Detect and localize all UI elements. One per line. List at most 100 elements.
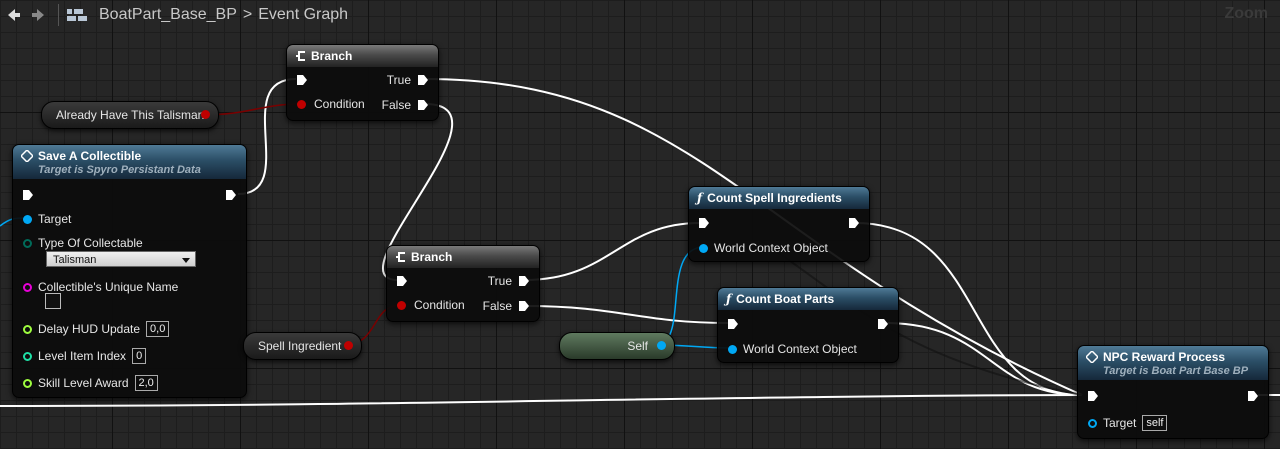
exec-in-pin[interactable] (396, 275, 408, 287)
var-label: Self (627, 339, 648, 353)
exec-in-pin[interactable] (1087, 390, 1099, 402)
exec-in-pin[interactable] (22, 189, 34, 201)
pin-label: True (487, 274, 512, 288)
pin-label: True (386, 73, 411, 87)
npc-reward-process-node[interactable]: NPC Reward Process Target is Boat Part B… (1077, 345, 1269, 439)
exec-arrow-icon (519, 301, 529, 311)
object-pin-dot (23, 214, 32, 224)
pin-label: Target (38, 212, 72, 226)
var-spell-ingredient[interactable]: Spell Ingredient (243, 332, 362, 360)
type-of-collectable-pin[interactable]: Type Of Collectable (23, 236, 143, 250)
object-pin-ring (1088, 418, 1097, 428)
exec-in-pin[interactable] (727, 318, 739, 330)
branch-node-1[interactable]: Branch True Condition False (286, 44, 439, 121)
pin-label: Target (1103, 416, 1137, 430)
var-label: Already Have This Talisman (56, 108, 205, 122)
arrow-right-icon (32, 9, 44, 21)
level-item-index-pin[interactable]: Level Item Index 0 (23, 348, 147, 364)
node-header: Branch (287, 45, 438, 67)
level-index-input[interactable]: 0 (132, 348, 147, 364)
condition-pin[interactable]: Condition (397, 298, 465, 312)
pin-label: Skill Level Award (38, 376, 129, 390)
object-pin-dot (728, 344, 737, 354)
false-pin[interactable]: False (483, 299, 530, 313)
exec-arrow-icon (1248, 391, 1258, 401)
exec-arrow-icon (418, 100, 428, 110)
exec-arrow-icon (849, 218, 859, 228)
node-title: NPC Reward Process (1103, 349, 1226, 364)
target-self-value: self (1142, 415, 1168, 431)
function-icon: ƒ (697, 191, 703, 205)
exec-in-pin[interactable] (698, 217, 710, 229)
breadcrumb-separator: > (242, 6, 253, 23)
chevron-down-icon (182, 258, 190, 263)
false-pin[interactable]: False (382, 98, 429, 112)
node-header: Save A Collectible Target is Spyro Persi… (13, 145, 246, 179)
save-collectible-node[interactable]: Save A Collectible Target is Spyro Persi… (12, 144, 247, 398)
collectable-type-dropdown[interactable]: Talisman (46, 251, 196, 267)
skill-level-pin[interactable]: Skill Level Award 2,0 (23, 375, 158, 391)
pin-label: Collectible's Unique Name (38, 280, 179, 294)
count-spell-ingredients-node[interactable]: ƒ Count Spell Ingredients World Context … (688, 186, 870, 262)
bool-pin[interactable] (201, 110, 210, 119)
string-pin-ring (23, 282, 32, 292)
exec-out-pin[interactable] (225, 189, 237, 201)
condition-pin[interactable]: Condition (297, 97, 365, 111)
byte-pin-ring (23, 238, 32, 248)
node-title: Save A Collectible (38, 148, 142, 163)
exec-wire (524, 305, 729, 324)
object-pin-dot (699, 243, 708, 253)
pin-label: Level Item Index (38, 349, 127, 363)
world-context-pin[interactable]: World Context Object (699, 241, 828, 255)
pin-label: World Context Object (714, 241, 828, 255)
object-pin[interactable] (657, 341, 666, 350)
target-pin[interactable]: Target (23, 212, 71, 226)
delay-value-input[interactable]: 0,0 (146, 321, 170, 337)
self-reference-node[interactable]: Self (559, 332, 675, 360)
branch-icon (396, 252, 405, 262)
back-button[interactable] (0, 0, 26, 30)
forward-button[interactable] (26, 0, 52, 30)
node-title: Branch (311, 49, 353, 63)
branch-node-2[interactable]: Branch True Condition False (386, 245, 540, 322)
unique-name-pin[interactable]: Collectible's Unique Name (23, 280, 178, 294)
event-diamond-icon (1086, 350, 1098, 363)
exec-arrow-icon (397, 276, 407, 286)
count-boat-parts-node[interactable]: ƒ Count Boat Parts World Context Object (717, 287, 899, 363)
delay-hud-pin[interactable]: Delay HUD Update 0,0 (23, 321, 170, 337)
exec-arrow-icon (226, 190, 236, 200)
var-already-have-talisman[interactable]: Already Have This Talisman (41, 101, 219, 129)
exec-arrow-icon (878, 319, 888, 329)
unique-name-input[interactable] (45, 293, 61, 309)
breadcrumb-blueprint[interactable]: BoatPart_Base_BP (99, 6, 237, 23)
pin-label: Type Of Collectable (38, 236, 143, 250)
world-context-pin[interactable]: World Context Object (728, 342, 857, 356)
exec-wire (424, 78, 1083, 396)
exec-wire (524, 222, 701, 281)
true-pin[interactable]: True (387, 73, 429, 87)
branch-icon (296, 51, 305, 61)
bool-pin[interactable] (344, 341, 353, 350)
skill-value-input[interactable]: 2,0 (134, 375, 158, 391)
exec-out-pin[interactable] (877, 318, 889, 330)
blueprint-icon (67, 9, 87, 21)
int-pin-ring (23, 351, 32, 361)
target-pin[interactable]: Target self (1088, 415, 1168, 431)
event-diamond-icon (21, 149, 33, 162)
exec-arrow-icon (699, 218, 709, 228)
exec-out-pin[interactable] (1247, 390, 1259, 402)
pin-label: Condition (414, 298, 465, 312)
node-title: Count Spell Ingredients (707, 191, 842, 205)
exec-wire (0, 394, 1083, 407)
exec-in-pin[interactable] (296, 74, 308, 86)
true-pin[interactable]: True (488, 274, 530, 288)
toolbar-divider (58, 4, 59, 26)
exec-arrow-icon (418, 75, 428, 85)
exec-wire (884, 322, 1083, 396)
exec-arrow-icon (1088, 391, 1098, 401)
exec-out-pin[interactable] (848, 217, 860, 229)
breadcrumb-graph[interactable]: Event Graph (258, 6, 349, 23)
exec-arrow-icon (728, 319, 738, 329)
float-pin-ring (23, 324, 32, 334)
exec-arrow-icon (23, 190, 33, 200)
